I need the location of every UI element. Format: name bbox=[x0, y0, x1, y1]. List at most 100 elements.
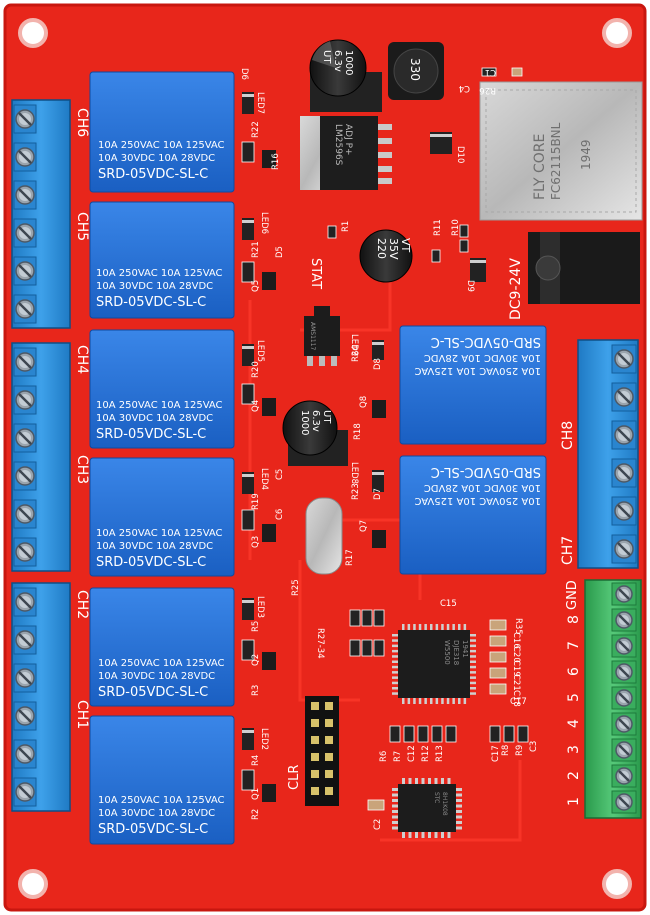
resistor bbox=[241, 639, 255, 661]
chip-pin bbox=[441, 778, 444, 784]
chip-pin bbox=[430, 698, 433, 704]
chip-pin bbox=[392, 799, 398, 802]
terminal-screw bbox=[15, 782, 35, 802]
resistor bbox=[241, 509, 255, 531]
chip-pin bbox=[392, 804, 398, 808]
regulator-label-1: LM2596S bbox=[333, 124, 343, 166]
ref-label: R22 bbox=[251, 121, 261, 138]
input-number-5: 5 bbox=[566, 693, 582, 702]
relay-rating-line2: 10A 30VDC 10A 28VDC bbox=[98, 671, 215, 682]
ref-label: Q4 bbox=[251, 400, 261, 412]
header-pin bbox=[311, 787, 319, 795]
ref-label: R2 bbox=[251, 809, 261, 820]
resistor bbox=[459, 239, 469, 253]
relay-ch3: 10A 250VAC 10A 125VAC 10A 30VDC 10A 28VD… bbox=[89, 457, 235, 577]
chip-pin bbox=[424, 698, 427, 704]
chip-pin bbox=[470, 660, 476, 663]
ref-label: R3 bbox=[251, 685, 261, 696]
mounting-holes bbox=[18, 18, 632, 899]
ref-label: D6 bbox=[239, 68, 249, 80]
diode bbox=[430, 132, 452, 154]
ref-label: C2 bbox=[373, 819, 383, 830]
terminal-screw bbox=[615, 585, 633, 603]
capacitor-center-voltage: 6.3v bbox=[310, 410, 321, 432]
ch1-label: CH1 bbox=[74, 700, 90, 729]
relay-ch6: 10A 250VAC 10A 125VAC 10A 30VDC 10A 28VD… bbox=[89, 71, 235, 193]
chip-pin bbox=[415, 778, 418, 784]
header-pin bbox=[325, 753, 333, 761]
ethernet-part: FC62115BNL bbox=[549, 122, 563, 200]
diode bbox=[372, 340, 384, 360]
chip-pin bbox=[435, 698, 439, 704]
chip-pin bbox=[441, 698, 444, 704]
ref-label: LED8 bbox=[349, 462, 359, 484]
resistor bbox=[481, 67, 497, 77]
chip-pin bbox=[392, 788, 398, 791]
ref-label: R9 bbox=[515, 745, 525, 756]
chip-pin bbox=[434, 778, 438, 784]
chip-pin bbox=[392, 821, 398, 824]
transistor bbox=[262, 652, 276, 670]
ch4-label: CH4 bbox=[74, 345, 90, 374]
ref-label: Q3 bbox=[251, 536, 261, 548]
ref-label: C4 bbox=[459, 83, 470, 93]
chip-pin bbox=[470, 687, 476, 690]
chip-pin bbox=[456, 793, 462, 797]
relay-rating-line2: 10A 30VDC 10A 28VDC bbox=[96, 281, 213, 292]
chip-pin bbox=[434, 832, 438, 838]
header-pin bbox=[325, 770, 333, 778]
resistor bbox=[503, 725, 515, 743]
transistor bbox=[262, 398, 276, 416]
capacitor-mid-series: VT bbox=[399, 238, 412, 253]
relay-ch7: SRD-05VDC-SL-C 10A 30VDC 10A 28VDC 10A 2… bbox=[399, 455, 547, 575]
terminal-screw bbox=[615, 715, 633, 733]
ref-label: LED3 bbox=[255, 596, 265, 618]
chip-pin bbox=[447, 832, 451, 838]
ref-label: R4 bbox=[251, 755, 261, 766]
diode bbox=[470, 258, 486, 282]
chip-pin bbox=[456, 826, 462, 830]
chip-pin bbox=[430, 624, 433, 630]
pin-header bbox=[305, 696, 339, 806]
diode bbox=[242, 92, 254, 114]
chip-pin bbox=[424, 624, 427, 630]
gnd-label: GND bbox=[565, 580, 580, 610]
relay-model: SRD-05VDC-SL-C bbox=[431, 334, 541, 349]
chip-pin bbox=[435, 624, 439, 630]
ref-label: R20 bbox=[251, 361, 261, 378]
chip-pin bbox=[402, 698, 405, 704]
ethernet-year: 1949 bbox=[579, 139, 593, 170]
left-terminal-blocks bbox=[11, 99, 71, 812]
ref-label: R26 bbox=[479, 85, 496, 95]
resistor bbox=[403, 725, 415, 743]
relay-rating-line2: 10A 30VDC 10A 28VDC bbox=[424, 352, 541, 363]
relay-rating-line1: 10A 250VAC 10A 125VAC bbox=[96, 528, 223, 539]
transistor bbox=[372, 400, 386, 418]
transistor bbox=[262, 784, 276, 802]
chip-pin bbox=[418, 624, 422, 630]
terminal-screw bbox=[15, 109, 35, 129]
crystal-oscillator bbox=[305, 497, 343, 575]
terminal-screw bbox=[615, 663, 633, 681]
capacitor-top-voltage: 6.3v bbox=[332, 50, 343, 72]
ch2-label: CH2 bbox=[74, 590, 90, 619]
ref-label: LED2 bbox=[259, 728, 269, 750]
diode bbox=[242, 598, 254, 620]
chip-pin bbox=[408, 832, 412, 838]
ref-label: R24 bbox=[351, 345, 361, 362]
terminal-screw bbox=[15, 185, 35, 205]
ref-label: C16 bbox=[511, 632, 521, 649]
relay-rating-line1: 10A 250VAC 10A 125VAC bbox=[414, 495, 541, 506]
resistor bbox=[241, 261, 255, 283]
chip-pin bbox=[470, 665, 476, 669]
relay-ch5: 10A 250VAC 10A 125VAC 10A 30VDC 10A 28VD… bbox=[89, 201, 235, 319]
capacitor-mid-value: 220 bbox=[375, 238, 388, 259]
chip-pin bbox=[392, 681, 398, 685]
inductor-value: 330 bbox=[408, 58, 422, 81]
chip-pin bbox=[452, 624, 455, 630]
chip-pin bbox=[456, 815, 462, 819]
chip-pin bbox=[456, 799, 462, 802]
terminal-screw bbox=[614, 425, 634, 445]
header-pin bbox=[311, 753, 319, 761]
resistor bbox=[417, 725, 429, 743]
